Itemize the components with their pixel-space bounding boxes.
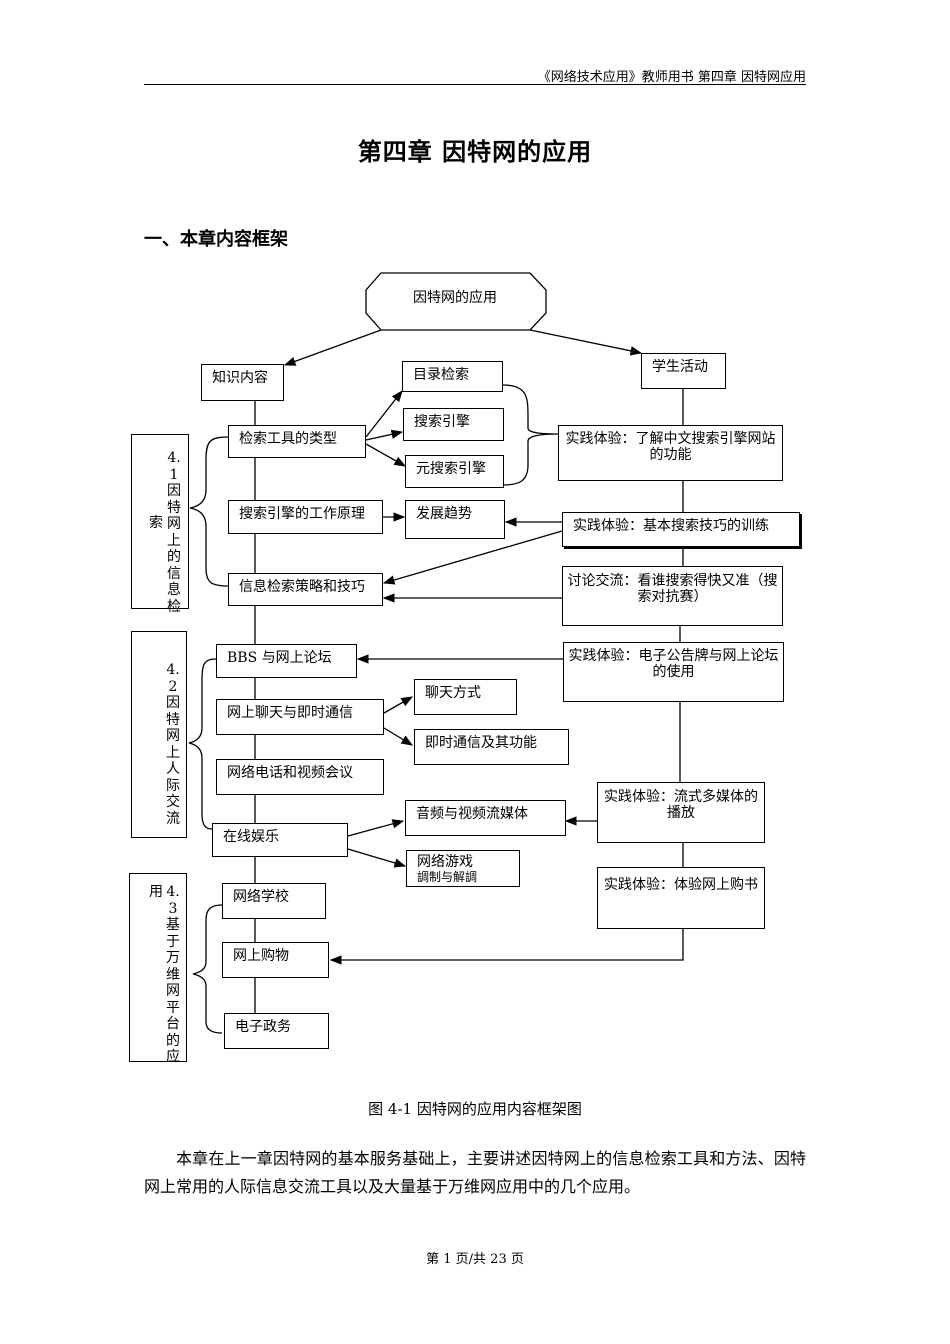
activity-bbs-forum: 实践体验：电子公告牌与网上论坛的使用: [563, 642, 784, 702]
node-meta-search-engine: 元搜索引擎: [405, 455, 504, 488]
node-catalog-search: 目录检索: [402, 361, 503, 392]
figure-caption: 图 4-1 因特网的应用内容框架图: [368, 1100, 582, 1118]
activity-search-contest: 讨论交流：看谁搜索得快又准（搜索对抗赛）: [562, 566, 783, 626]
knowledge-box: 知识内容: [201, 364, 284, 401]
section-4-2-label: 4.2因特网上人际交流: [166, 662, 180, 827]
activity-engine-sites: 实践体验：了解中文搜索引擎网站的功能: [558, 425, 783, 481]
activity-online-books: 实践体验：体验网上购书: [597, 867, 765, 929]
node-online-entertainment: 在线娱乐: [212, 823, 348, 857]
running-header: 《网络技术应用》教师用书 第四章 因特网应用: [537, 70, 806, 85]
section-4-1-label: 4.1因特网上的信息检: [167, 450, 181, 615]
section-4-2-box: 4.2因特网上人际交流: [131, 631, 187, 838]
section-4-1-label-tail: 索: [149, 515, 163, 531]
node-chat-mode: 聊天方式: [414, 679, 517, 715]
node-search-types: 检索工具的类型: [228, 425, 366, 458]
body-paragraph: 本章在上一章因特网的基本服务基础上，主要讲述因特网上的信息检索工具和方法、因特网…: [144, 1149, 806, 1196]
page-footer: 第 1 页/共 23 页: [426, 1252, 524, 1267]
node-engine-principle: 搜索引擎的工作原理: [228, 500, 383, 534]
student-activities-box: 学生活动: [641, 353, 726, 389]
activity-streaming-media: 实践体验：流式多媒体的播放: [597, 782, 765, 843]
node-bbs: BBS 与网上论坛: [216, 644, 357, 678]
node-instant-messaging: 即时通信及其功能: [414, 729, 569, 765]
section-heading: 一、本章内容框架: [144, 229, 288, 250]
section-4-3-box: 4.3基于万维网平台的应 用: [129, 873, 187, 1065]
node-av-streaming: 音频与视频流媒体: [405, 800, 566, 836]
node-online-school: 网络学校: [222, 883, 326, 919]
node-online-games-line2: 調制与解調: [417, 870, 478, 884]
node-trend: 发展趋势: [405, 500, 505, 539]
chapter-title: 第四章 因特网的应用: [357, 137, 593, 166]
node-e-government: 电子政务: [224, 1013, 329, 1049]
section-4-3-label-tail: 用: [149, 884, 163, 900]
node-online-shopping: 网上购物: [222, 942, 329, 978]
node-voip-video: 网络电话和视频会议: [216, 759, 384, 795]
header-rule: [144, 84, 806, 85]
node-chat-im: 网上聊天与即时通信: [216, 699, 384, 735]
node-search-strategy: 信息检索策略和技巧: [228, 573, 383, 606]
node-online-games: 网络游戏 調制与解調: [406, 850, 520, 887]
node-search-engine: 搜索引擎: [403, 408, 504, 441]
activity-search-skills: 实践体验：基本搜索技巧的训练: [562, 512, 800, 547]
section-4-1-box: 4.1因特网上的信息检 索: [131, 434, 189, 615]
node-online-games-line1: 网络游戏: [417, 854, 473, 870]
section-4-3-label: 4.3基于万维网平台的应: [166, 884, 180, 1065]
root-label: 因特网的应用: [413, 290, 497, 306]
